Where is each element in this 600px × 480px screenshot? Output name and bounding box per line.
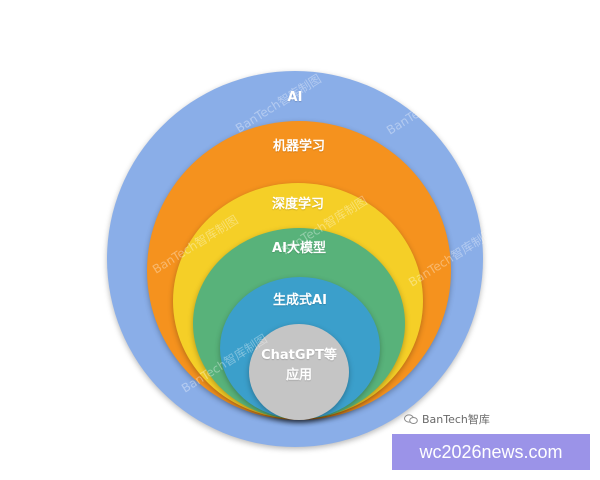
ring-chatgpt-apps-label-line: ChatGPT等	[261, 348, 337, 363]
ring-deep-learning-label: 深度学习	[271, 197, 325, 212]
ring-chatgpt-apps-label: ChatGPT等应用	[259, 346, 339, 386]
site-banner: wc2026news.com	[392, 434, 590, 470]
credit-text: BanTech智库	[422, 413, 490, 426]
ring-large-model-label: AI大模型	[272, 241, 326, 256]
ring-chatgpt-apps: ChatGPT等应用	[249, 324, 349, 420]
ring-chatgpt-apps-label-line: 应用	[285, 368, 312, 383]
ring-generative-ai-label: 生成式AI	[273, 293, 327, 308]
credit: BanTech智库	[404, 411, 490, 427]
chat-bubble-icon	[404, 413, 418, 425]
ring-ai-label: AI	[287, 90, 303, 105]
ring-machine-learning-label: 机器学习	[272, 139, 326, 154]
